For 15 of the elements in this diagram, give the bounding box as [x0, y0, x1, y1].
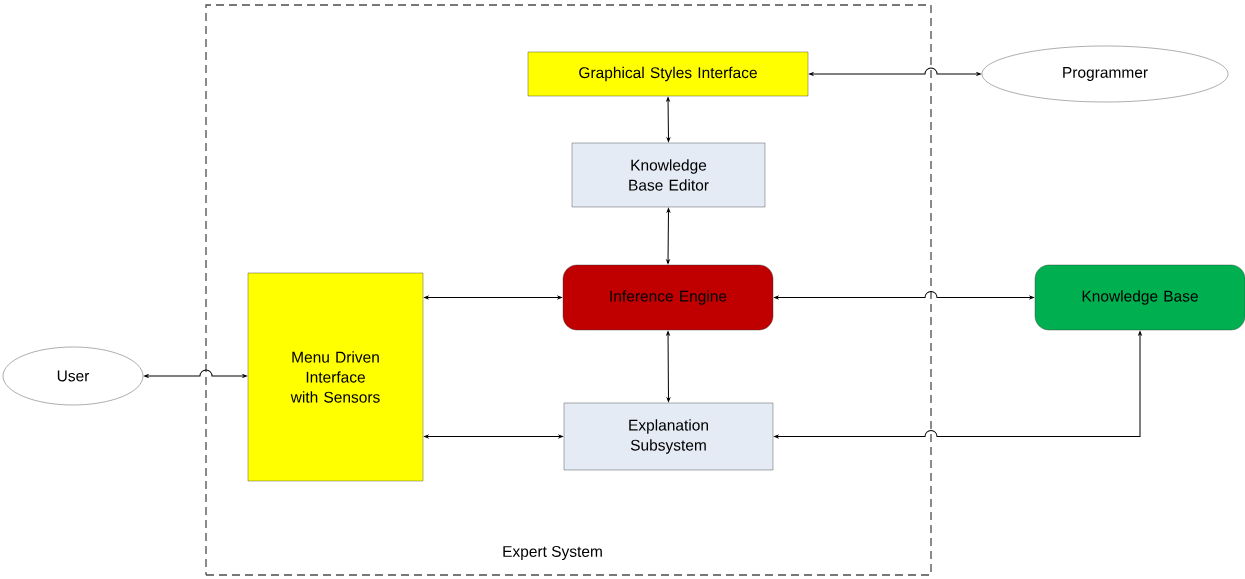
interface-box: Graphical Styles Interface	[527, 51, 809, 97]
arrow	[774, 331, 1142, 439]
arrow	[774, 291, 1034, 300]
arrow	[666, 97, 671, 142]
arrow	[144, 369, 247, 378]
engine-box: Inference Engine	[562, 264, 774, 331]
interface-box: Menu Driven Interface with Sensors	[247, 272, 424, 482]
process-box: Knowledge Base Editor	[571, 142, 766, 208]
arrow	[809, 67, 981, 76]
arrow	[666, 331, 671, 402]
arrow	[424, 434, 563, 439]
arrow	[424, 295, 562, 300]
process-box: Explanation Subsystem	[563, 402, 774, 471]
arrow	[666, 208, 671, 264]
storage-box: Knowledge Base	[1034, 264, 1245, 331]
